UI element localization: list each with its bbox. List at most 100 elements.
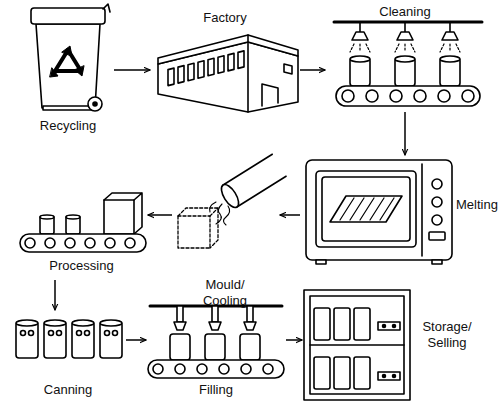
storage-cabinet-part <box>310 296 404 394</box>
melting-oven-part <box>432 179 442 189</box>
cans-row-part <box>105 331 110 336</box>
melting-oven-part <box>432 197 442 207</box>
stage-label: Recycling <box>22 118 114 134</box>
process-stage: Cleaning <box>325 2 485 112</box>
recycling-bin <box>31 4 110 111</box>
filling-conveyor-part <box>212 306 218 322</box>
storage-cabinet-part <box>383 325 386 328</box>
factory-building-part <box>284 64 292 74</box>
stage-label: Canning <box>10 382 126 398</box>
cleaning-conveyor-part <box>414 90 426 102</box>
factory-building-part <box>168 68 174 86</box>
mould-cooling-part-part <box>178 208 218 248</box>
cans-row-part <box>49 331 54 336</box>
flow-arrow <box>54 280 56 310</box>
mould-cooling-part-part <box>218 182 242 210</box>
flow-arrow <box>404 112 406 155</box>
storage-cabinet-part <box>393 325 396 328</box>
cleaning-conveyor-part <box>462 90 474 102</box>
stage-label: Factory <box>180 10 270 26</box>
filling-conveyor-part <box>241 364 251 374</box>
cleaning-conveyor-part <box>395 56 415 62</box>
filling-conveyor-part <box>263 364 273 374</box>
melting-oven-part <box>322 177 410 241</box>
factory-building-part <box>228 53 234 71</box>
cans-row-part <box>100 320 122 326</box>
mould-cooling-part <box>178 208 218 248</box>
stage-label: Melting <box>454 197 500 213</box>
storage-cabinet-part <box>334 357 350 389</box>
storage-cabinet-part <box>304 290 410 400</box>
processing-conveyor-part <box>45 238 55 248</box>
filling-conveyor-part <box>244 322 256 330</box>
cleaning-conveyor-part <box>442 32 458 40</box>
cleaning-conveyor-part <box>438 90 450 102</box>
factory-building-part <box>198 61 204 79</box>
cleaning-conveyor-part <box>336 86 480 106</box>
storage-cabinet <box>304 290 410 400</box>
filling-conveyor-part <box>240 334 260 360</box>
cans-row-part <box>72 322 94 358</box>
mould-cooling <box>178 154 286 248</box>
cans-row-part <box>44 320 66 326</box>
storage-cabinet-part <box>354 308 370 340</box>
processing-conveyor-part <box>105 238 115 248</box>
flow-arrow <box>126 339 146 341</box>
cans-row-part <box>16 320 38 326</box>
cans-row-part <box>57 331 62 336</box>
stage-label: Filling <box>146 382 286 398</box>
factory-building-part <box>247 35 249 112</box>
melting-oven-part <box>316 171 416 247</box>
cleaning-conveyor-part <box>350 56 370 62</box>
cleaning-conveyor-part <box>342 90 354 102</box>
storage-cabinet-part <box>378 322 400 330</box>
storage-cabinet-part <box>393 375 396 378</box>
cleaning-conveyor-part <box>350 44 460 52</box>
factory-building-part <box>188 63 194 81</box>
factory-building-part <box>208 58 214 76</box>
cleaning-conveyor-part <box>440 56 460 62</box>
filling-conveyor-part <box>153 364 163 374</box>
processing-conveyor-part <box>104 200 134 234</box>
cans-row-part <box>72 320 94 326</box>
filling-conveyor-part <box>219 364 229 374</box>
melting-oven-part <box>330 196 402 222</box>
melting-oven-part <box>432 215 442 225</box>
recycling-bin-part <box>31 8 105 24</box>
processing-conveyor-part <box>65 238 75 248</box>
process-stage: Melting <box>300 155 500 267</box>
storage-cabinet-part <box>310 344 404 346</box>
illustration-part <box>16 4 482 400</box>
process-stage: Canning <box>10 310 126 402</box>
cans-row-part <box>21 331 26 336</box>
cans-row-part <box>100 322 122 358</box>
recycling-bin-part <box>93 102 97 106</box>
storage-cabinet-part <box>314 357 330 389</box>
processing-conveyor-part <box>40 215 54 219</box>
melting-oven-part <box>316 260 326 264</box>
process-stage: Factory <box>150 5 300 113</box>
cans-row-part <box>85 331 90 336</box>
melting-oven-part <box>421 164 423 256</box>
flow-arrow <box>300 69 325 71</box>
recycling-bin-part <box>103 4 110 12</box>
filling-conveyor-part <box>209 322 221 330</box>
processing-conveyor-part <box>20 234 146 252</box>
recycling-bin-part <box>75 66 84 76</box>
recycling-bin-part <box>50 68 58 77</box>
flow-arrow <box>286 339 302 341</box>
filling-conveyor-part <box>175 364 185 374</box>
filling-conveyor-part <box>148 360 284 378</box>
cleaning-conveyor-part <box>390 90 402 102</box>
filling-conveyor-part <box>177 306 183 322</box>
cans-row-part <box>29 331 34 336</box>
factory-building-part <box>218 56 224 74</box>
cleaning-conveyor-part <box>397 32 413 40</box>
storage-cabinet-part <box>378 372 400 380</box>
stage-label: Mould/ Cooling <box>197 277 253 309</box>
processing-conveyor-part <box>25 238 35 248</box>
